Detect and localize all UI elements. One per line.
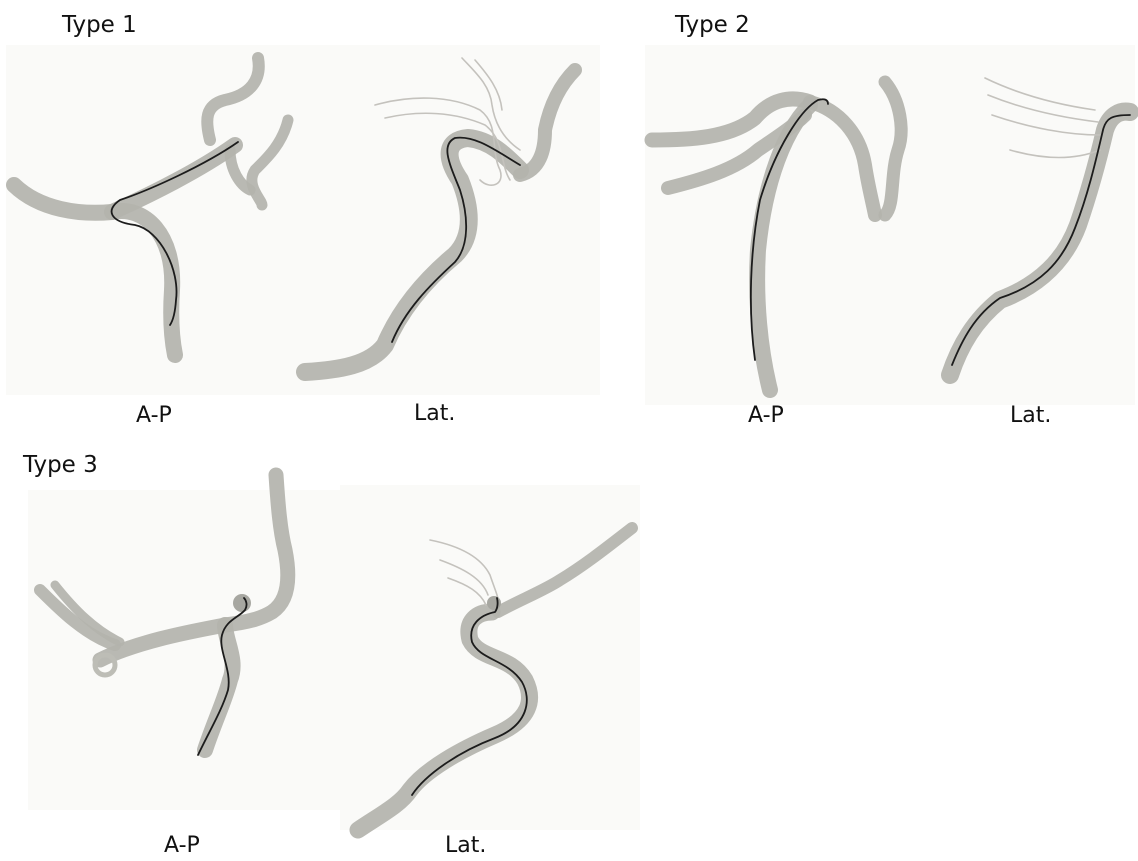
type1-title: Type 1	[62, 14, 137, 37]
type2-lat-thin-branch-1	[985, 78, 1095, 110]
type2-lat-thin-branch-4	[1010, 150, 1100, 158]
type2-ap-drawing	[652, 82, 901, 390]
type3-lat-aneurysm-bulb	[487, 596, 501, 610]
type1-lat-drawing	[305, 58, 575, 372]
type1-ap-label: A-P	[136, 405, 172, 427]
type1-lat-vessel-main	[305, 138, 520, 372]
type1-lat-vessel-loop	[520, 70, 575, 175]
type1-lat-thin-branch-4	[475, 60, 502, 110]
type2-title: Type 2	[675, 14, 750, 37]
type2-ap-vessel-right-1	[810, 102, 875, 215]
type3-title: Type 3	[23, 454, 98, 477]
type1-ap-drawing	[14, 58, 288, 355]
type3-lat-drawing	[358, 528, 632, 830]
type1-ap-vessel-right	[252, 120, 288, 205]
type2-lat-thin-branch-3	[992, 115, 1100, 135]
type3-lat-label: Lat.	[445, 835, 486, 857]
type2-lat-drawing	[950, 78, 1130, 375]
type3-ap-drawing	[40, 475, 288, 755]
type3-lat-vessel-main	[358, 612, 530, 830]
type3-lat-vessel-upper	[498, 528, 632, 612]
type3-ap-vessel-horizontal	[100, 475, 288, 660]
type1-lat-label: Lat.	[414, 403, 455, 425]
type1-ap-vessel-mid	[230, 150, 250, 190]
type3-lat-thin-branch-2	[440, 560, 488, 595]
type1-ap-vessel-left-branch	[14, 185, 175, 355]
type2-ap-label: A-P	[748, 405, 784, 427]
type3-ap-label: A-P	[164, 835, 200, 857]
type2-ap-vessel-right-2	[885, 82, 901, 215]
type2-lat-label: Lat.	[1010, 405, 1051, 427]
type3-ap-aneurysm-bulb	[233, 594, 251, 612]
type1-ap-vessel-vertical	[207, 58, 259, 140]
type2-lat-vessel-main	[950, 112, 1130, 375]
